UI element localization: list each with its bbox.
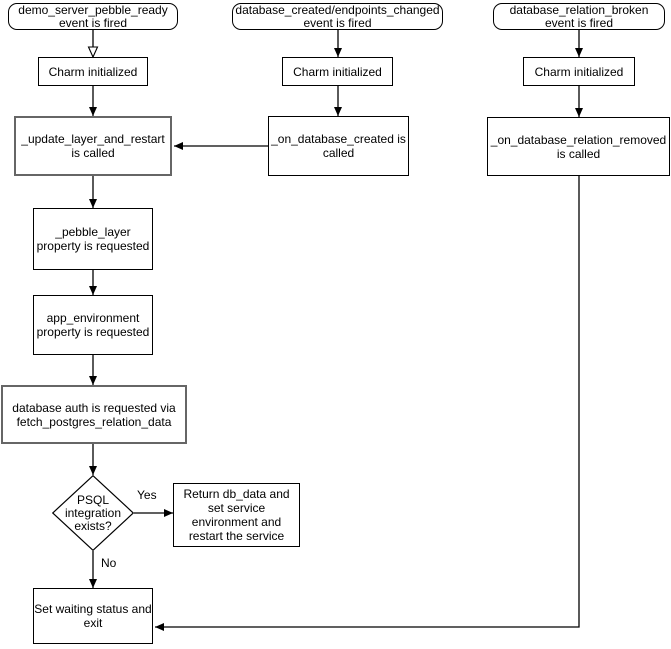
- node-label: demo_server_pebble_ready event is fired: [18, 2, 168, 30]
- node-label: app_environment property is requested: [36, 311, 150, 339]
- node-on-database-created: _on_database_created is called: [268, 116, 409, 176]
- connector-relation-removed-to-set-waiting: [155, 176, 580, 631]
- node-database-created-endpoints-changed-event: database_created/endpoints_changed event…: [232, 3, 443, 30]
- node-charm-initialized-left: Charm initialized: [38, 57, 148, 86]
- node-label: Return db_data and set service environme…: [183, 487, 290, 543]
- node-pebble-layer-property: _pebble_layer property is requested: [33, 208, 153, 270]
- node-on-database-relation-removed: _on_database_relation_removed is called: [487, 117, 670, 176]
- node-return-db-data-restart-service: Return db_data and set service environme…: [173, 483, 300, 547]
- node-app-environment-property: app_environment property is requested: [33, 295, 153, 355]
- node-label: PSQL integration exists?: [64, 492, 122, 533]
- node-label: Set waiting status and exit: [34, 602, 152, 630]
- node-charm-initialized-middle: Charm initialized: [282, 57, 393, 86]
- node-label: _on_database_relation_removed is called: [490, 132, 667, 161]
- node-database-auth-requested: database auth is requested via fetch_pos…: [1, 385, 187, 444]
- diamond-shape: [52, 475, 134, 551]
- node-charm-initialized-right: Charm initialized: [523, 57, 635, 86]
- node-label: Charm initialized: [293, 64, 382, 79]
- node-label: database_created/endpoints_changed event…: [235, 2, 440, 30]
- edge-label-yes: Yes: [137, 488, 157, 502]
- node-label: _update_layer_and_restart is called: [21, 132, 165, 160]
- node-demo-server-pebble-ready-event: demo_server_pebble_ready event is fired: [8, 3, 178, 30]
- node-set-waiting-status-exit: Set waiting status and exit: [33, 588, 153, 644]
- edge-label-no: No: [101, 556, 117, 570]
- decision-psql-integration-exists: PSQL integration exists?: [52, 475, 134, 551]
- node-update-layer-and-restart: _update_layer_and_restart is called: [14, 116, 172, 176]
- node-label: Charm initialized: [534, 64, 624, 79]
- node-database-relation-broken-event: database_relation_broken event is fired: [493, 3, 665, 30]
- node-label: database_relation_broken event is fired: [509, 2, 649, 30]
- node-label: _pebble_layer property is requested: [36, 225, 150, 253]
- node-label: database auth is requested via fetch_pos…: [12, 400, 176, 429]
- node-label: Charm initialized: [48, 64, 138, 79]
- node-label: _on_database_created is called: [271, 132, 406, 160]
